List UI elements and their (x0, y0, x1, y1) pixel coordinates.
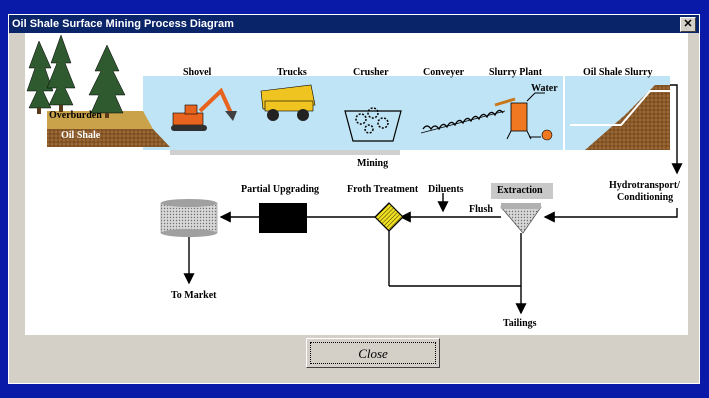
tree-icon (46, 34, 76, 112)
label-oil-shale-slurry: Oil Shale Slurry (583, 67, 653, 78)
tree-icon (88, 44, 126, 118)
excavator-icon (171, 87, 237, 131)
process-diagram: Overburden Oil Shale Shovel Trucks Crush… (25, 33, 688, 335)
label-overburden: Overburden (49, 110, 102, 121)
label-extraction: Extraction (497, 185, 543, 196)
extraction-cone-icon (500, 206, 542, 234)
label-froth-treatment: Froth Treatment (347, 184, 419, 195)
label-oil-shale: Oil Shale (61, 130, 101, 141)
close-button-label: Close (310, 342, 436, 364)
label-partial-upgrading: Partial Upgrading (241, 184, 320, 195)
label-conveyer: Conveyer (423, 67, 465, 78)
froth-treatment-diamond (374, 202, 404, 232)
label-slurry-plant: Slurry Plant (489, 67, 543, 78)
oil-shale-ground (47, 129, 170, 147)
extraction-box (491, 183, 553, 199)
label-shovel: Shovel (183, 67, 212, 78)
tree-icon (26, 40, 54, 114)
storage-tank-icon (160, 199, 218, 237)
title-bar: Oil Shale Surface Mining Process Diagram… (9, 15, 699, 33)
label-hydrotransport: Hydrotransport/ (609, 180, 680, 191)
label-trucks: Trucks (277, 67, 307, 78)
label-diluents: Diluents (428, 184, 464, 195)
label-tailings: Tailings (503, 318, 537, 329)
overburden-ground (47, 111, 153, 129)
close-button[interactable]: Close (306, 338, 440, 368)
close-icon[interactable]: ✕ (680, 17, 696, 32)
crusher-icon (344, 107, 402, 142)
window-title: Oil Shale Surface Mining Process Diagram (12, 18, 234, 30)
conveyer-icon (420, 97, 516, 134)
label-conditioning: Conditioning (617, 192, 674, 203)
slurry-plant-icon (506, 92, 553, 141)
partial-upgrading-box (259, 203, 307, 233)
dump-truck-icon (260, 84, 316, 121)
label-crusher: Crusher (353, 67, 389, 78)
label-water: Water (531, 83, 558, 94)
label-to-market: To Market (171, 290, 217, 301)
label-mining: Mining (357, 158, 389, 169)
label-flush: Flush (469, 204, 493, 215)
